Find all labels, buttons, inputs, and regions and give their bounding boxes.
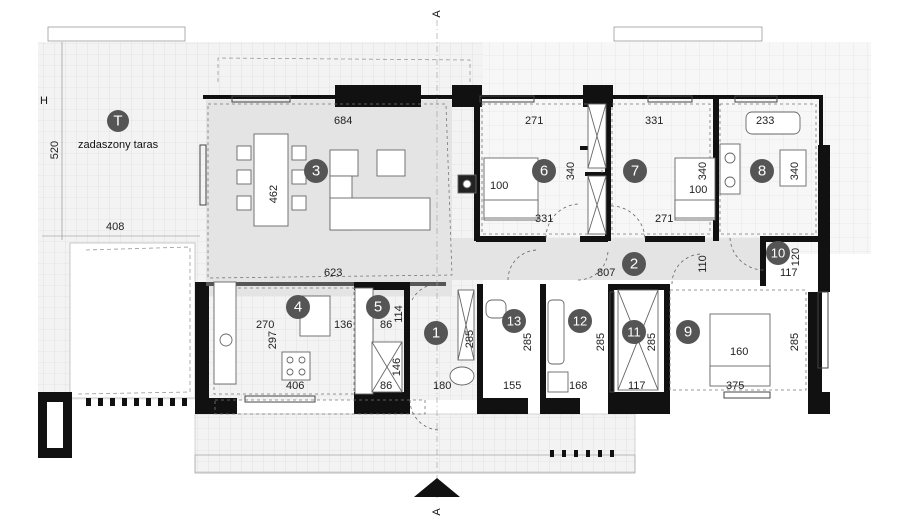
terrace-dim-height: 520 [49,141,61,159]
dim-room6-top: 271 [525,115,543,127]
dim-room11-side: 285 [646,333,658,351]
dimension-labels: 684 462 623 271 340 100 331 331 340 100 … [256,115,802,392]
terrace-dim-width: 408 [106,221,124,233]
dim-room8-side: 340 [789,162,801,180]
windows [199,95,829,403]
dim-room7-bed: 100 [689,184,707,196]
section-mark-bottom: A [431,508,443,516]
dim-room12-bottom: 168 [569,380,587,392]
dim-room13-side: 285 [522,333,534,351]
room-number-2: 2 [630,256,638,273]
room-number-11: 11 [627,325,641,340]
terrace-label: zadaszony taras [78,139,159,151]
room-badge-6: 6 [532,159,556,183]
dim-room9-side: 285 [789,333,801,351]
dim-room10-depth: 120 [790,248,802,266]
dim-room1-side: 285 [464,330,476,348]
dim-room9-bed: 160 [730,346,748,358]
room-badge-13: 13 [502,309,526,333]
room-number-3: 3 [312,163,320,180]
room-number-8: 8 [758,163,766,180]
dim-living-width: 684 [334,115,352,127]
room-number-13: 13 [507,314,521,329]
room-badge-7: 7 [623,159,647,183]
dim-room13-bottom: 155 [503,380,521,392]
dim-room9-bottom: 375 [726,380,744,392]
room-badge-8: 8 [750,159,774,183]
room-badge-2: 2 [622,252,646,276]
dim-room5-side: 114 [393,305,405,323]
dim-hall-depth: 110 [697,255,709,273]
room-badge-3: 3 [304,159,328,183]
furniture [213,103,807,395]
room-badge-4: 4 [286,295,310,319]
dim-room6-bottom: 331 [535,213,553,225]
section-line-a: A A H [40,10,460,516]
room-badge-1: 1 [424,321,448,345]
room-badge-10: 10 [766,241,790,265]
terrace-dimension-lines [42,42,200,240]
terrace-badge-letter: T [113,113,122,130]
doors [409,203,765,431]
section-mark-left: H [40,95,48,107]
room-number-6: 6 [540,163,548,180]
room-number-1: 1 [432,325,440,342]
terrace-badge: T [107,110,129,132]
dim-kitchen-width: 270 [256,319,274,331]
dim-room5b-bottom: 86 [380,380,392,392]
dim-room5b-side: 146 [391,358,403,376]
dim-room8-top: 233 [756,115,774,127]
dim-room7-side: 340 [697,162,709,180]
room-number-9: 9 [684,324,692,341]
dim-room11-bottom: 117 [628,380,646,392]
walls [38,85,830,458]
dim-kitchen-bottom: 406 [286,380,304,392]
dim-room7-bottom: 271 [655,213,673,225]
dim-room6-side: 340 [565,162,577,180]
room-number-12: 12 [573,314,587,329]
dim-room5-width: 136 [334,319,352,331]
dim-room6-bed: 100 [490,180,508,192]
room-badge-5: 5 [366,295,390,319]
dim-room12-side: 285 [595,333,607,351]
room-number-7: 7 [631,163,639,180]
dim-hall-width: 807 [597,267,615,279]
front-steps [86,398,614,457]
dim-kitchen-depth: 297 [267,331,279,349]
dim-room1-bottom: 180 [433,380,451,392]
room-badge-12: 12 [568,309,592,333]
room-number-10: 10 [771,246,785,261]
dim-room5-top: 86 [380,319,392,331]
dim-living-depth: 462 [268,185,280,203]
dim-room7-top: 331 [645,115,663,127]
dim-living-bottom: 623 [324,267,342,279]
room-number-4: 4 [294,299,302,316]
room-number-5: 5 [374,299,382,316]
room-badge-9: 9 [676,320,700,344]
room-badge-11: 11 [622,320,646,344]
dim-room10-width: 117 [780,267,798,279]
section-mark-top: A [431,10,443,18]
